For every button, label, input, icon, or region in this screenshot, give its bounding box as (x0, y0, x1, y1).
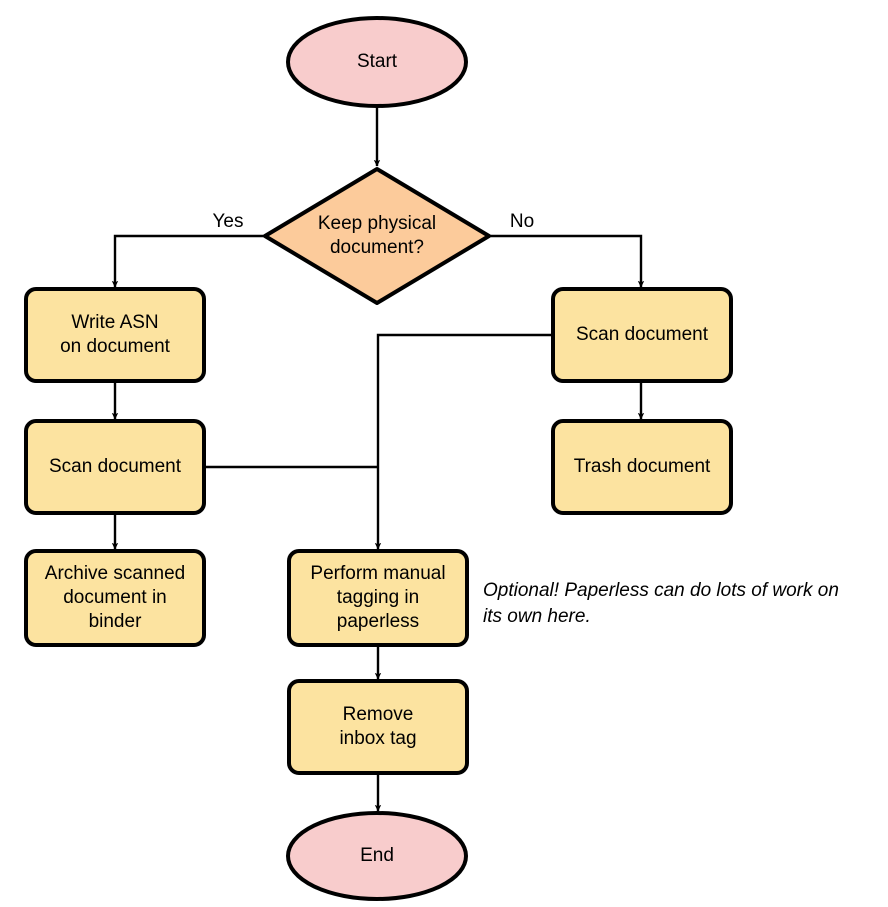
process-shape (287, 679, 469, 775)
edges-layer: Yes No (111, 106, 645, 812)
edge-label-decision-no-to-scan-right: No (510, 211, 534, 232)
node-trash-document[interactable]: Trash document (551, 419, 733, 515)
node-start[interactable]: Start (286, 16, 468, 108)
edge-label-decision-yes-to-write-asn: Yes (213, 211, 244, 232)
process-shape (24, 549, 206, 647)
process-shape (24, 287, 206, 383)
node-label-text: Scan document (49, 456, 182, 477)
edge-path (374, 333, 553, 550)
process-shape (551, 287, 733, 383)
node-label-text: Optional! Paperless can do lots of work … (483, 580, 839, 627)
annotation-optional-note: Optional! Paperless can do lots of work … (483, 580, 839, 627)
edge-path (111, 234, 265, 288)
edge-decision-yes-to-write-asn: Yes (111, 211, 265, 288)
process-shape (551, 419, 733, 515)
terminator-shape (286, 16, 468, 108)
node-label-text: Trash document (574, 456, 711, 477)
decision-shape (263, 167, 491, 305)
annotations-layer: Optional! Paperless can do lots of work … (483, 580, 839, 627)
terminator-shape (286, 811, 468, 901)
node-scan-document-right[interactable]: Scan document (551, 287, 733, 383)
node-label-text: Scan document (576, 324, 709, 345)
node-end[interactable]: End (286, 811, 468, 901)
edge-decision-no-to-scan-right: No (490, 211, 645, 288)
node-label-text: Start (357, 51, 398, 72)
process-shape (24, 419, 206, 515)
edge-path (490, 234, 645, 288)
process-shape (287, 549, 469, 647)
edge-scan-right-to-manual-tagging (374, 333, 553, 550)
node-scan-document-left[interactable]: Scan document (24, 419, 206, 515)
node-label-text: End (360, 845, 394, 866)
